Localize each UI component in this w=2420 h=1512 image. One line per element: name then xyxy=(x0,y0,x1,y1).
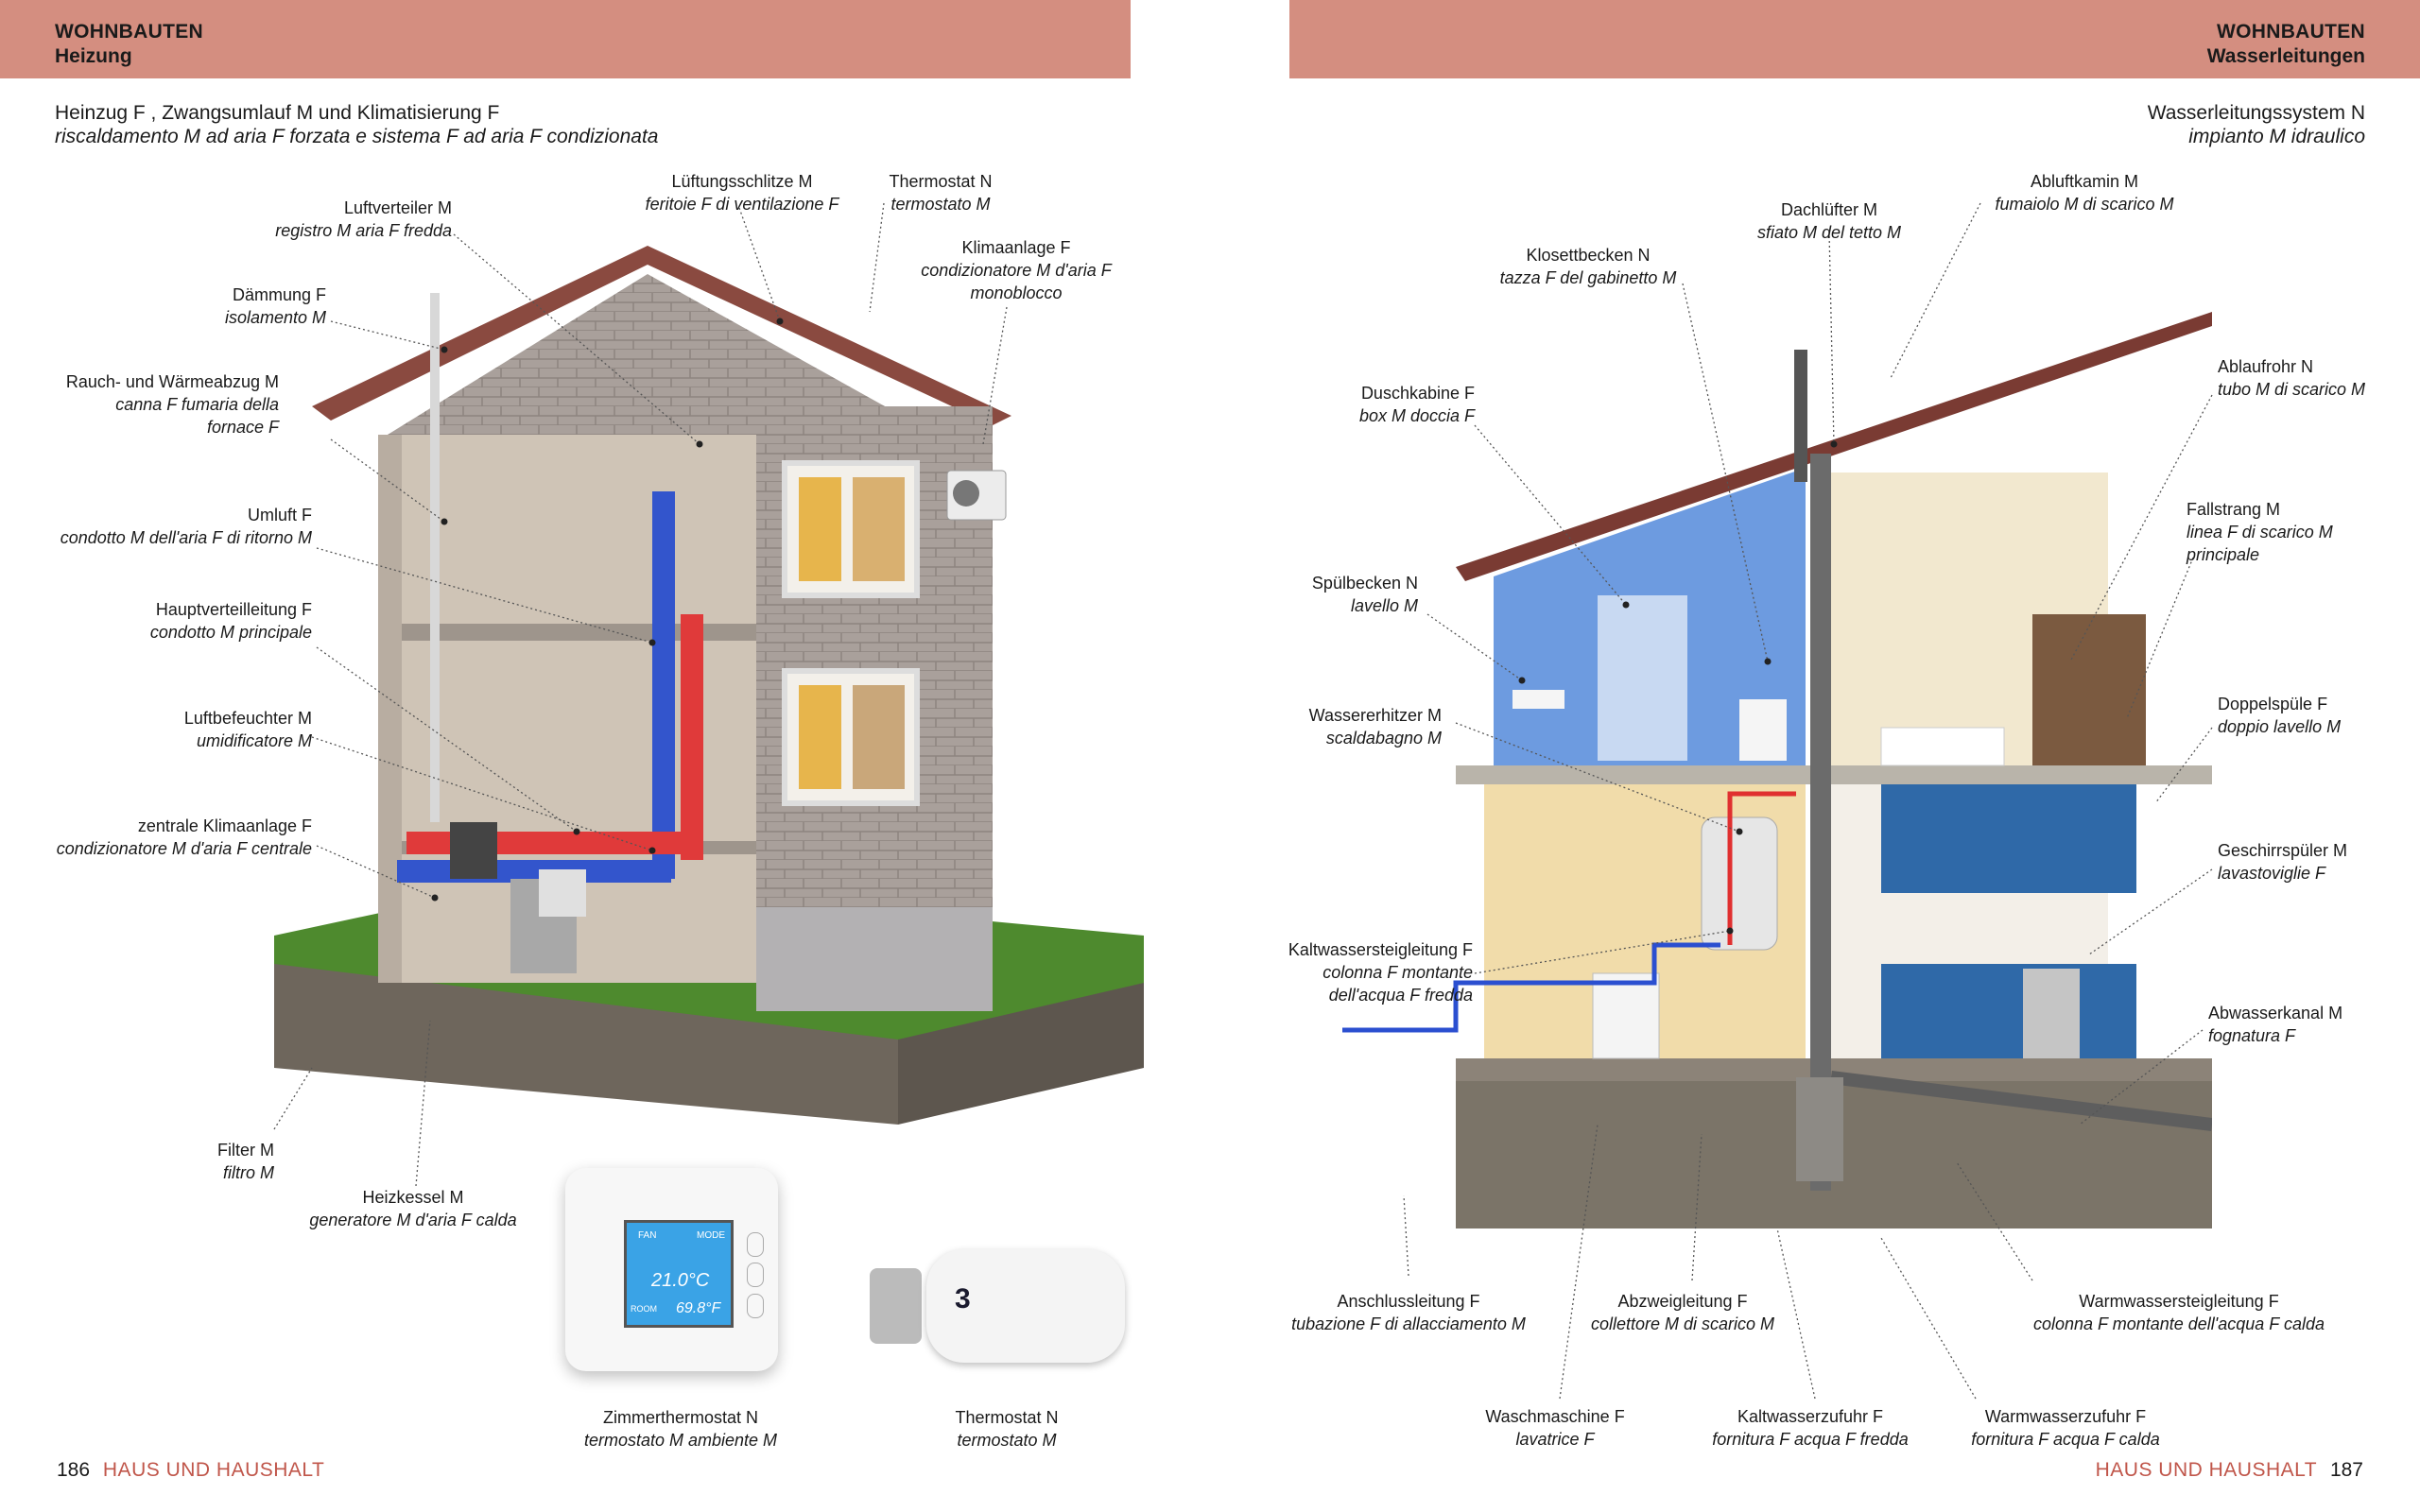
chimney xyxy=(1794,350,1807,482)
upper-cabinets xyxy=(1881,784,2136,893)
running-footer: HAUS UND HAUSHALT xyxy=(102,1459,325,1481)
label-warmwasserzufuhr: Warmwasserzufuhr F fornitura F acqua F c… xyxy=(1971,1407,2160,1449)
label-fallstrang: Fallstrang M linea F di scarico M princi… xyxy=(2187,500,2333,564)
dishwasher xyxy=(2023,969,2080,1058)
right-header-bar: WOHNBAUTEN Wasserleitungen xyxy=(1289,0,2420,78)
thermostat-screen: FAN MODE 21.0°C ROOM 69.8°F xyxy=(624,1220,734,1328)
hot-water-pipe xyxy=(1727,791,1796,945)
red-duct-vertical xyxy=(681,614,703,860)
label-lueftungsschlitze: Lüftungsschlitze M feritoie F di ventila… xyxy=(645,172,839,214)
label-waschmaschine: Waschmaschine F lavatrice F xyxy=(1485,1407,1625,1449)
left-header-bar: WOHNBAUTEN Heizung xyxy=(0,0,1131,78)
label-filter: Filter M filtro M xyxy=(217,1141,274,1182)
fan-label: FAN xyxy=(638,1230,657,1241)
label-luftverteiler: Luftverteiler M registro M aria F fredda xyxy=(275,198,452,240)
foundation xyxy=(756,907,993,1011)
section-title: WOHNBAUTEN xyxy=(2217,21,2365,43)
center-button xyxy=(747,1263,764,1287)
label-rauch-waermeabzug: Rauch- und Wärmeabzug M canna F fumaria … xyxy=(65,372,279,437)
room-label: ROOM xyxy=(631,1304,657,1314)
lower-cabinets xyxy=(1881,964,2136,1058)
label-abzweigleitung: Abzweigleitung F collettore M di scarico… xyxy=(1590,1292,1775,1333)
label-umluft: Umluft F condotto M dell'aria F di ritor… xyxy=(60,506,312,547)
label-ablaufrohr: Ablaufrohr N tubo M di scarico M xyxy=(2218,357,2366,399)
label-abluftkamin: Abluftkamin M fumaiolo M di scarico M xyxy=(1995,172,2174,214)
temperature-celsius: 21.0°C xyxy=(651,1270,710,1291)
toilet xyxy=(1739,699,1787,761)
knob-body xyxy=(926,1249,1125,1363)
label-kaltwasserzufuhr: Kaltwasserzufuhr F fornitura F acqua F f… xyxy=(1712,1407,1909,1449)
valve-base xyxy=(870,1268,922,1344)
temperature-fahrenheit: 69.8°F xyxy=(676,1300,721,1316)
label-thermostat-bottom: Thermostat N termostato M xyxy=(955,1408,1059,1450)
label-dachluefter: Dachlüfter M sfiato M del tetto M xyxy=(1756,200,1902,242)
soil-side xyxy=(898,983,1144,1125)
right-folio: HAUS UND HAUSHALT 187 xyxy=(2096,1459,2363,1482)
main-stack xyxy=(1810,454,1831,1191)
label-abwasserkanal: Abwasserkanal M fognatura F xyxy=(2208,1004,2343,1045)
right-page-title: Wasserleitungssystem N impianto M idraul… xyxy=(2147,102,2365,147)
radiator-thermostat-knob: 3 xyxy=(870,1240,1125,1372)
left-folio: 186 HAUS UND HAUSHALT xyxy=(57,1459,324,1482)
left-page-title: Heinzug F , Zwangsumlauf M und Klimatisi… xyxy=(55,102,659,147)
water-heater xyxy=(1701,816,1778,951)
label-kaltwassersteigleitung: Kaltwassersteigleitung F colonna F monta… xyxy=(1288,940,1473,1005)
left-wall-cut xyxy=(378,435,402,983)
label-doppelspuele: Doppelspüle F doppio lavello M xyxy=(2218,695,2342,736)
flue-pipe xyxy=(430,293,440,822)
floor-slab xyxy=(1456,765,2212,784)
label-anschlussleitung: Anschlussleitung F tubazione F di allacc… xyxy=(1291,1292,1526,1333)
outdoor-ac xyxy=(450,822,497,879)
label-spuelbecken: Spülbecken N lavello M xyxy=(1311,574,1418,615)
label-heizkessel: Heizkessel M generatore M d'aria F calda xyxy=(309,1188,517,1229)
mode-label: MODE xyxy=(697,1230,725,1241)
label-daemmung: Dämmung F isolamento M xyxy=(224,285,326,327)
label-warmwassersteigleitung: Warmwassersteigleitung F colonna F monta… xyxy=(2033,1292,2325,1333)
knob-setting: 3 xyxy=(955,1283,971,1314)
bed xyxy=(1880,727,2005,766)
label-wassererhitzer: Wassererhitzer M scaldabagno M xyxy=(1308,706,1442,747)
running-footer: HAUS UND HAUSHALT xyxy=(2095,1459,2318,1481)
label-duschkabine: Duschkabine F box M doccia F xyxy=(1358,384,1475,425)
down-button xyxy=(747,1294,764,1318)
label-luftbefeuchter: Luftbefeuchter M umidificatore M xyxy=(183,709,312,750)
label-zimmerthermostat: Zimmerthermostat N termostato M ambiente… xyxy=(583,1408,778,1450)
subsection-title: Wasserleitungen xyxy=(2206,45,2365,67)
label-klosettbecken: Klosettbecken N tazza F del gabinetto M xyxy=(1499,246,1677,287)
blue-duct-vertical xyxy=(652,491,675,879)
plumbing-house-illustration xyxy=(1342,312,2212,1228)
up-button xyxy=(747,1232,764,1257)
gable-wall xyxy=(388,274,936,435)
shower-cabin xyxy=(1598,595,1687,761)
label-hauptverteilleitung: Hauptverteilleitung F condotto M princip… xyxy=(149,600,312,642)
sink xyxy=(1512,690,1564,709)
subsection-title: Heizung xyxy=(55,45,132,67)
sewer-pipe xyxy=(1830,1071,2212,1131)
wardrobe xyxy=(2032,614,2146,765)
washing-machine xyxy=(1592,972,1660,1059)
label-zentrale-klimaanlage: zentrale Klimaanlage F condizionatore M … xyxy=(56,816,312,858)
label-thermostat-top: Thermostat N termostato M xyxy=(889,172,993,214)
page-number: 186 xyxy=(57,1459,91,1481)
foundation-post xyxy=(1796,1077,1843,1181)
label-klimaanlage: Klimaanlage F condizionatore M d'aria F … xyxy=(921,238,1112,302)
cold-water-supply-pipe xyxy=(1342,942,1720,1033)
soil xyxy=(274,964,898,1125)
heating-house-illustration xyxy=(274,246,1144,1125)
page-number: 187 xyxy=(2329,1459,2363,1481)
label-geschirrspueler: Geschirrspüler M lavastoviglie F xyxy=(2218,841,2348,883)
room-thermostat-device: FAN MODE 21.0°C ROOM 69.8°F xyxy=(565,1168,778,1371)
section-title: WOHNBAUTEN xyxy=(55,21,203,43)
